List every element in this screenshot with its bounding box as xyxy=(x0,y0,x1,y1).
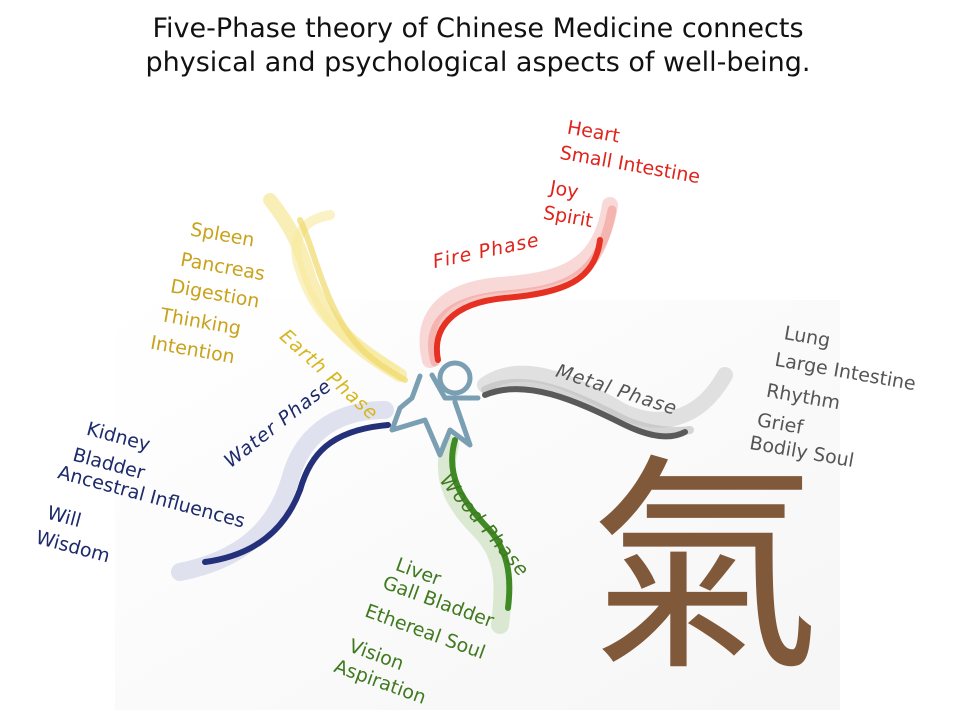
wood-phase-stroke xyxy=(437,436,513,634)
fire-phase-stroke xyxy=(419,197,618,368)
earth-phase-stroke xyxy=(263,193,408,383)
water-phase-stroke xyxy=(171,401,394,581)
background-panel xyxy=(115,300,840,710)
title-line-1: Five-Phase theory of Chinese Medicine co… xyxy=(152,13,804,44)
page-title: Five-Phase theory of Chinese Medicine co… xyxy=(0,12,956,80)
title-line-2: physical and psychological aspects of we… xyxy=(145,47,811,78)
metal-phase-stroke xyxy=(477,365,733,440)
qi-character-icon: 氣 xyxy=(590,436,821,703)
list-item: Joy xyxy=(548,176,581,204)
human-figure-icon xyxy=(389,360,481,458)
